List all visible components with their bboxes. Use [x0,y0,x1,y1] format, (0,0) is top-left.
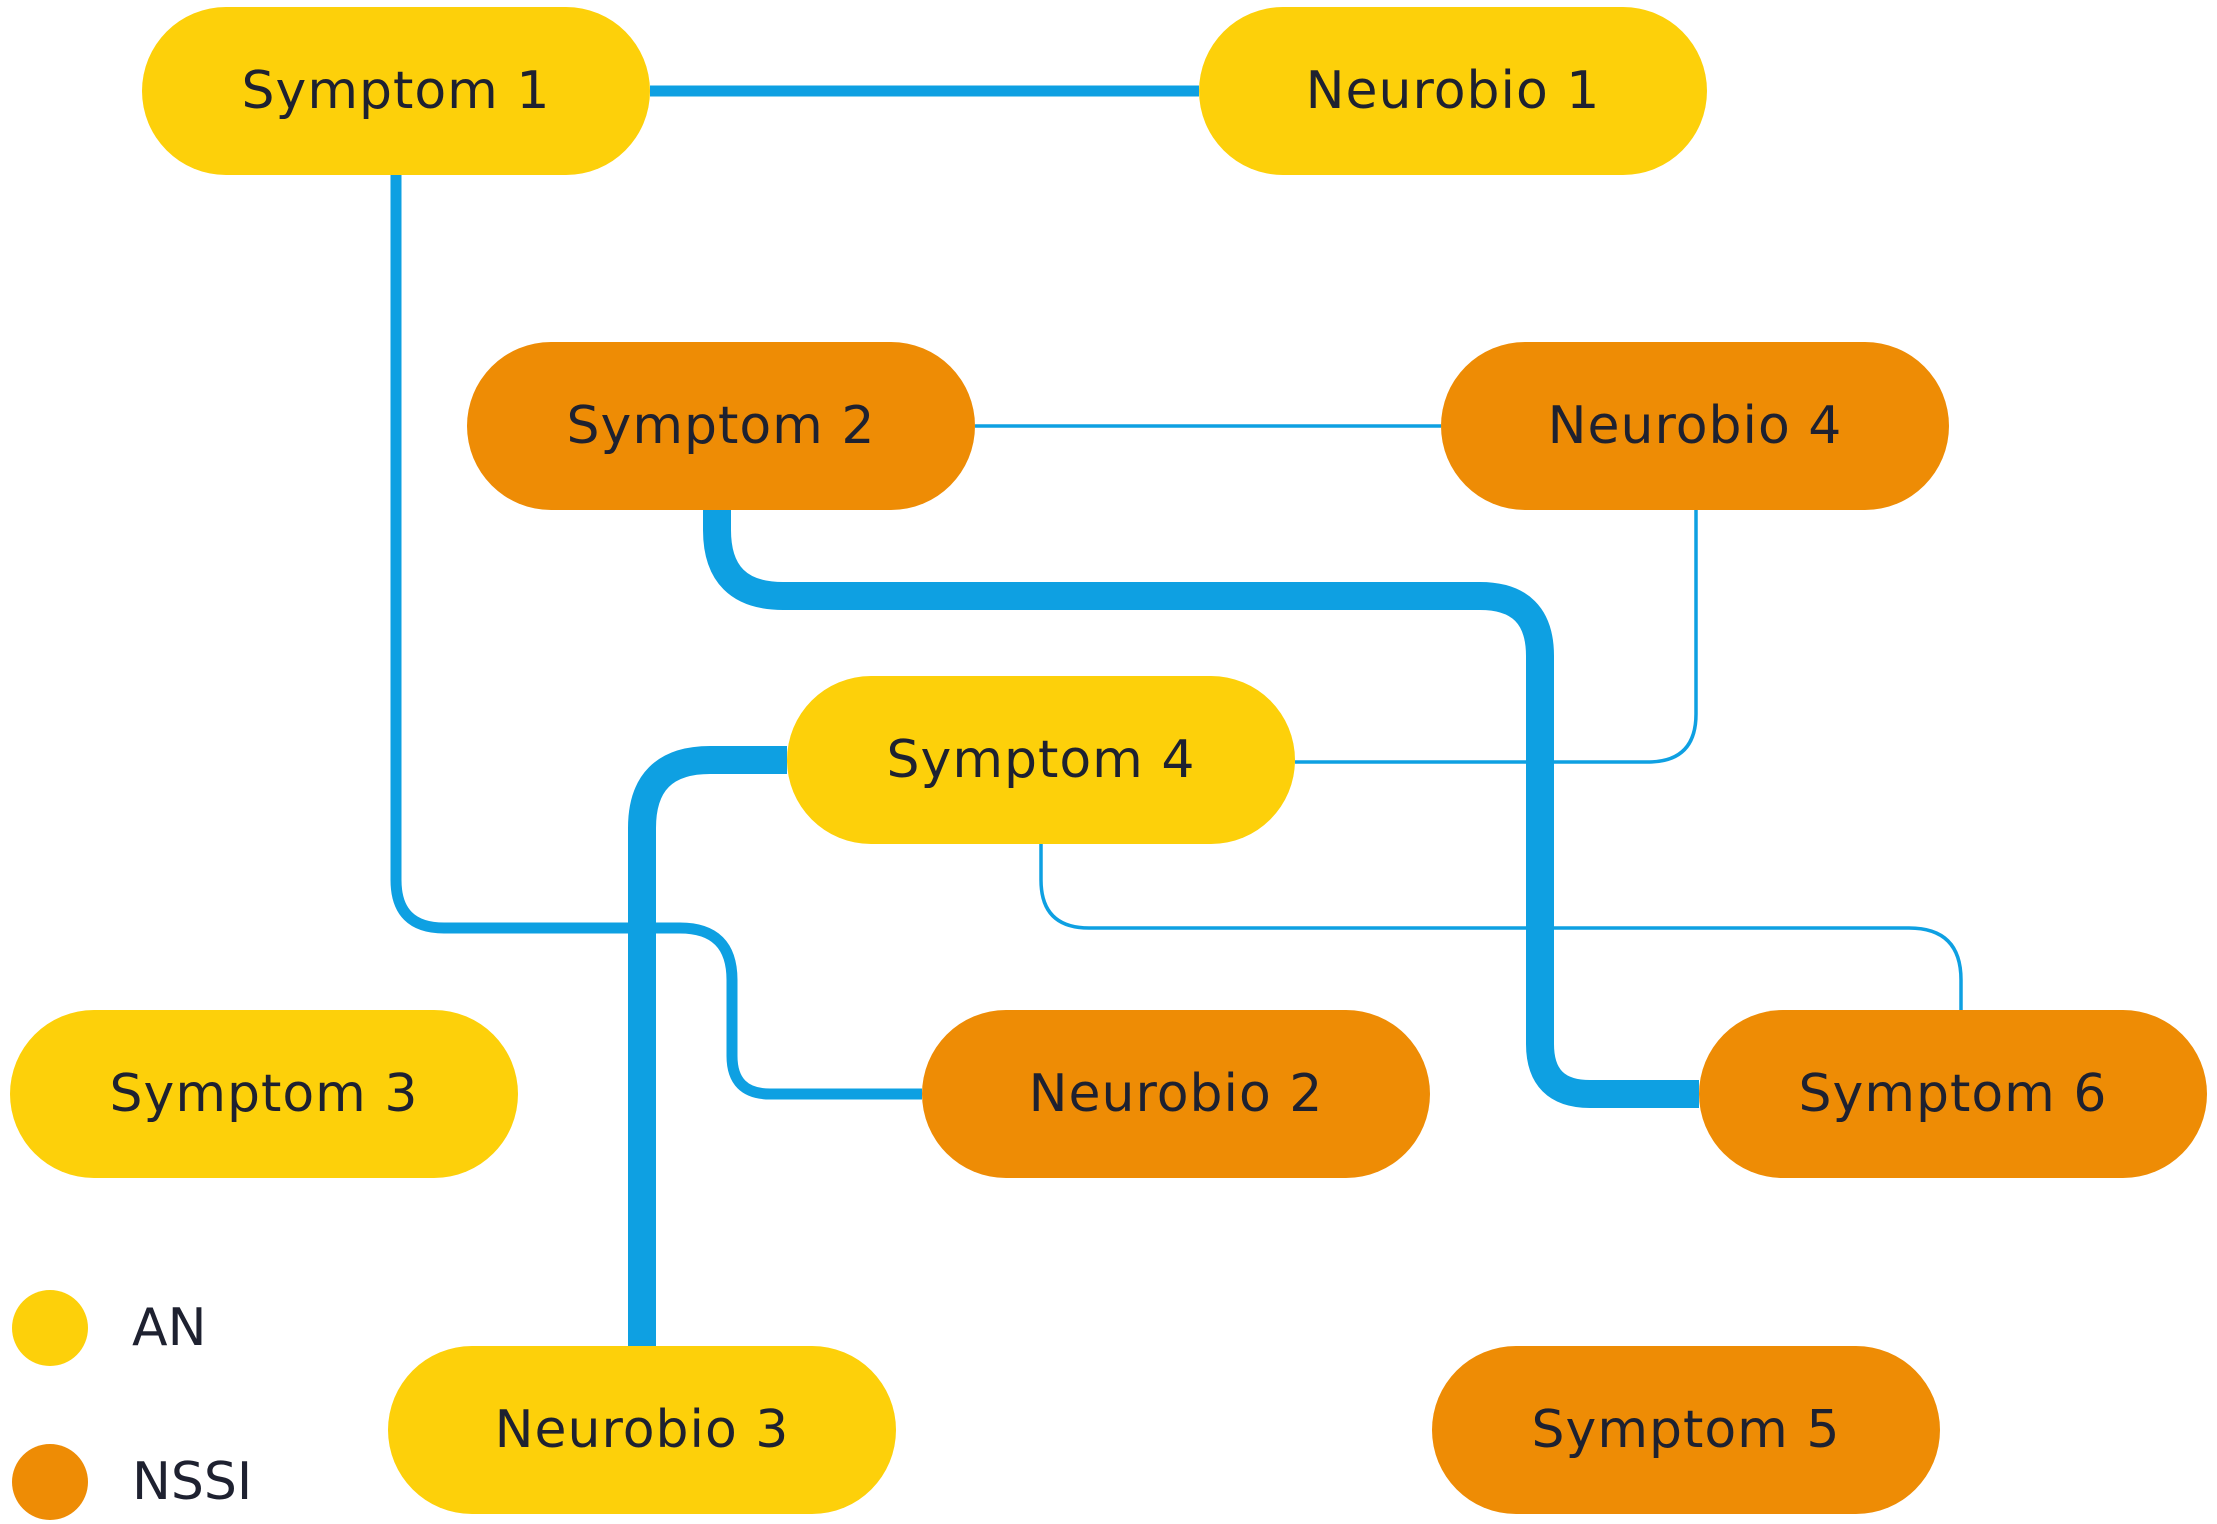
legend-item-nssi: NSSI [12,1444,252,1520]
edges [390,85,1963,1346]
legend-item-an: AN [12,1290,206,1366]
legend-swatch [12,1290,88,1366]
node-label: Neurobio 2 [1029,1064,1324,1124]
node-pill [10,1010,518,1178]
legend: AN NSSI [12,1290,252,1520]
node-label: Symptom 4 [887,730,1196,790]
node-label: Symptom 2 [567,396,876,456]
edge-symptom-4-symptom-6 [1039,844,1963,1010]
edge-symptom-2-symptom-6 [703,510,1699,1108]
legend-swatch [12,1444,88,1520]
node-label: Symptom 3 [110,1064,419,1124]
node-symptom-4: Symptom 4 [787,676,1295,844]
edge-symptom-1-neurobio-2 [390,175,922,1100]
node-pill [922,1010,1430,1178]
node-label: Neurobio 4 [1548,396,1843,456]
node-symptom-2: Symptom 2 [467,342,975,510]
node-label: Neurobio 1 [1306,61,1601,121]
node-pill [467,342,975,510]
node-neurobio-1: Neurobio 1 [1199,7,1707,175]
edge-symptom-4-neurobio-4 [1295,510,1698,764]
node-symptom-6: Symptom 6 [1699,1010,2207,1178]
node-label: Symptom 6 [1799,1064,2108,1124]
node-pill [787,676,1295,844]
node-symptom-5: Symptom 5 [1432,1346,1940,1514]
node-pill [1199,7,1707,175]
edge-symptom-4-neurobio-3 [628,746,787,1346]
node-symptom-3: Symptom 3 [10,1010,518,1178]
node-label: Symptom 1 [242,61,551,121]
node-pill [388,1346,896,1514]
node-neurobio-2: Neurobio 2 [922,1010,1430,1178]
node-neurobio-4: Neurobio 4 [1441,342,1949,510]
node-neurobio-3: Neurobio 3 [388,1346,896,1514]
legend-label: NSSI [132,1452,252,1512]
node-pill [1441,342,1949,510]
node-pill [1699,1010,2207,1178]
node-pill [1432,1346,1940,1514]
node-label: Neurobio 3 [495,1400,790,1460]
node-pill [142,7,650,175]
node-label: Symptom 5 [1532,1400,1841,1460]
node-symptom-1: Symptom 1 [142,7,650,175]
nodes: Symptom 1 Neurobio 1 Symptom 2 Neurobio 4 Sy… [10,7,2207,1514]
legend-label: AN [132,1298,206,1358]
